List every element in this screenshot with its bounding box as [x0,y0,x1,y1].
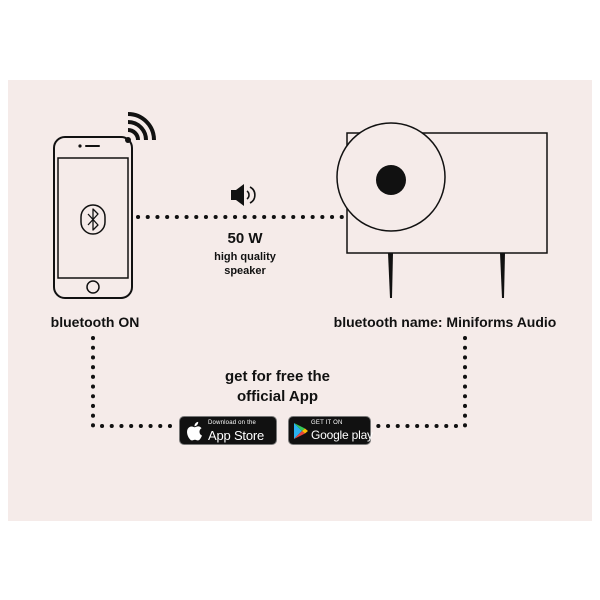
connector-speaker-app [376,336,467,428]
speaker-volume-icon [231,184,256,206]
speaker-label: bluetooth name: Miniforms Audio [333,314,557,330]
power-label: 50 W [227,230,263,247]
wifi-signal-icon [125,112,156,143]
smartphone-icon [53,136,133,299]
connector-phone-app [91,336,174,428]
phone-label: bluetooth ON [50,314,140,330]
diagram-background [8,80,592,521]
app-promo-line1: get for free the [224,368,330,385]
google-play-small-text: GET IT ON [311,420,343,426]
google-play-big-text: Google play [311,428,373,442]
google-play-icon [294,423,308,439]
google-play-badge[interactable]: GET IT ON Google play [288,416,373,445]
bluetooth-icon [80,204,106,235]
app-store-big-text: App Store [208,428,265,443]
radio-speaker-icon [336,122,548,298]
speaker-description-line1: high quality [214,251,276,263]
dotted-connector-lines [91,215,467,428]
app-store-badge[interactable]: Download on the App Store [179,416,277,445]
speaker-description-line2: speaker [224,265,266,277]
apple-logo-icon [187,421,202,441]
app-store-small-text: Download on the [208,420,257,426]
app-promo-line2: official App [236,388,319,405]
